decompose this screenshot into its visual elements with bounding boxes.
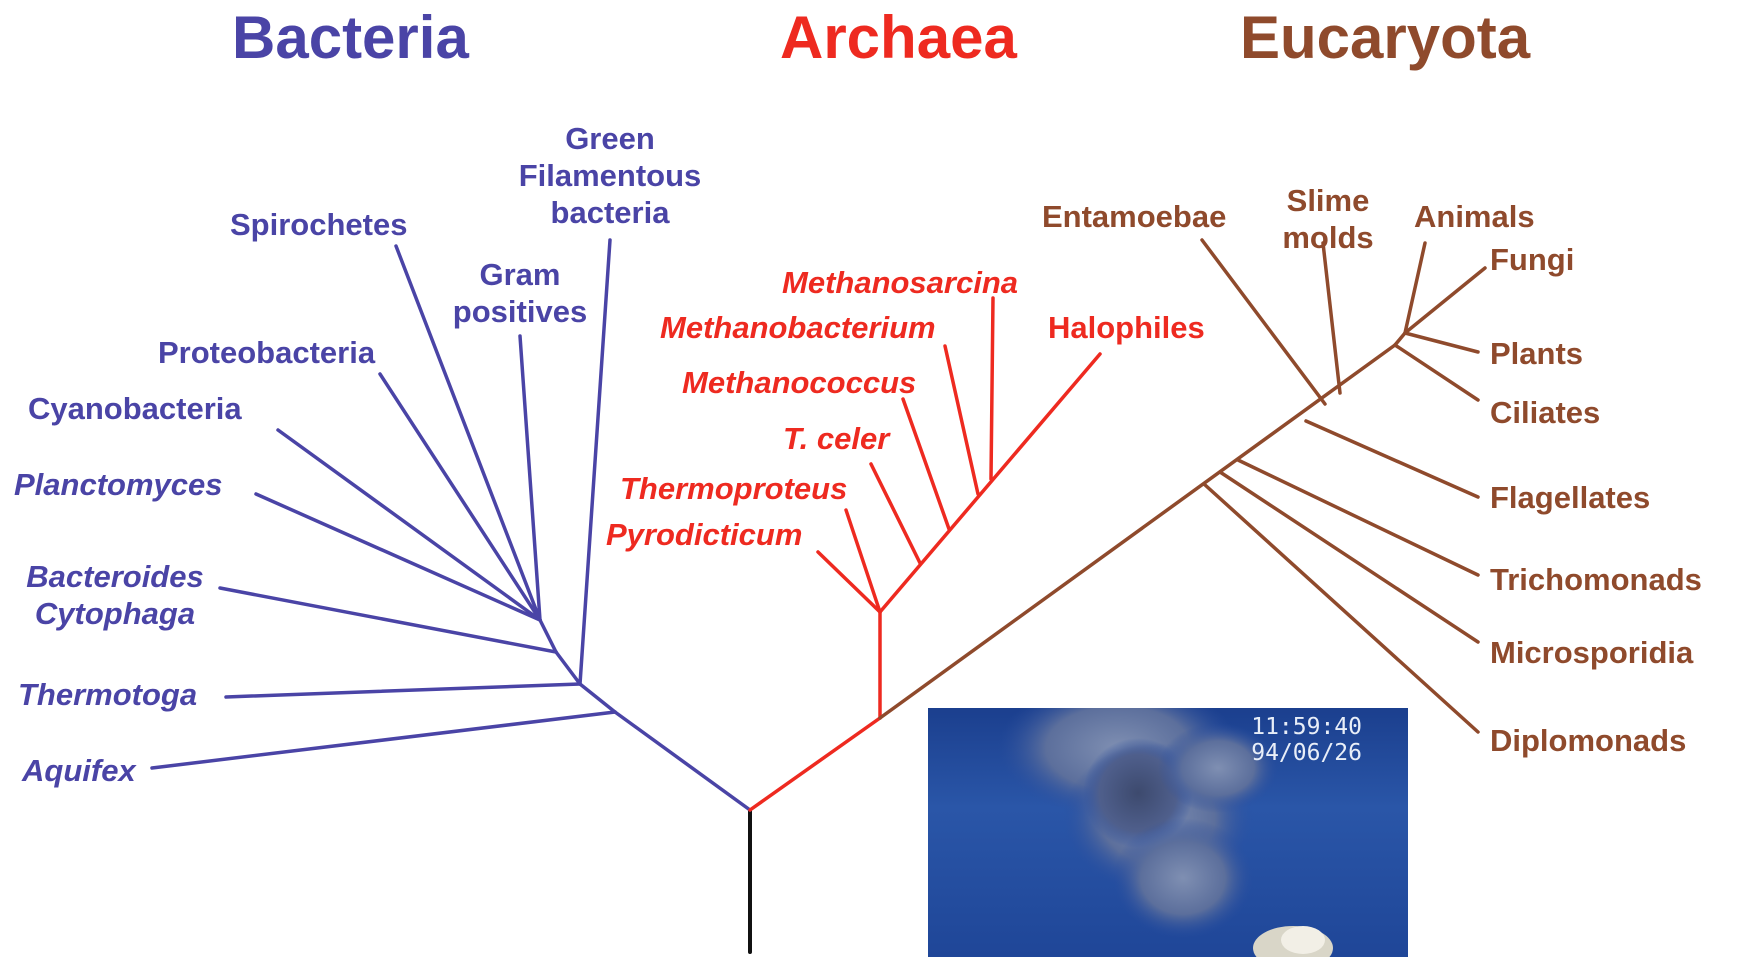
label-ciliates: Ciliates bbox=[1490, 394, 1600, 431]
label-aquifex: Aquifex bbox=[22, 752, 136, 789]
label-trichomonads: Trichomonads bbox=[1490, 561, 1702, 598]
label-bacteroides-cytophaga: Bacteroides Cytophaga bbox=[10, 558, 220, 632]
label-microsporidia: Microsporidia bbox=[1490, 634, 1693, 671]
label-flagellates: Flagellates bbox=[1490, 479, 1650, 516]
archaea-title: Archaea bbox=[780, 8, 1017, 68]
label-spirochetes: Spirochetes bbox=[230, 206, 407, 243]
label-plants: Plants bbox=[1490, 335, 1583, 372]
label-methanosarcina: Methanosarcina bbox=[782, 264, 1018, 301]
label-proteobacteria: Proteobacteria bbox=[158, 334, 375, 371]
hydrothermal-vent-photo: 11:59:40 94/06/26 bbox=[928, 708, 1408, 957]
label-t-celer: T. celer bbox=[783, 420, 889, 457]
label-methanococcus: Methanococcus bbox=[682, 364, 916, 401]
label-animals: Animals bbox=[1414, 198, 1535, 235]
label-fungi: Fungi bbox=[1490, 241, 1574, 278]
label-green-filamentous-bacteria: Green Filamentous bacteria bbox=[500, 120, 720, 231]
label-thermotoga: Thermotoga bbox=[18, 676, 197, 713]
eucaryota-title: Eucaryota bbox=[1240, 8, 1530, 68]
label-entamoebae: Entamoebae bbox=[1042, 198, 1226, 235]
label-thermoproteus: Thermoproteus bbox=[620, 470, 847, 507]
label-diplomonads: Diplomonads bbox=[1490, 722, 1686, 759]
label-methanobacterium: Methanobacterium bbox=[660, 309, 936, 346]
label-halophiles: Halophiles bbox=[1048, 309, 1205, 346]
label-cyanobacteria: Cyanobacteria bbox=[28, 390, 242, 427]
photo-date-stamp: 94/06/26 bbox=[1251, 740, 1362, 766]
label-slime-molds: Slime molds bbox=[1258, 182, 1398, 256]
label-gram-positives: Gram positives bbox=[440, 256, 600, 330]
label-pyrodicticum: Pyrodicticum bbox=[606, 516, 802, 553]
label-planctomyces: Planctomyces bbox=[14, 466, 223, 503]
photo-time-stamp: 11:59:40 bbox=[1251, 714, 1362, 740]
bacteria-title: Bacteria bbox=[232, 8, 469, 68]
